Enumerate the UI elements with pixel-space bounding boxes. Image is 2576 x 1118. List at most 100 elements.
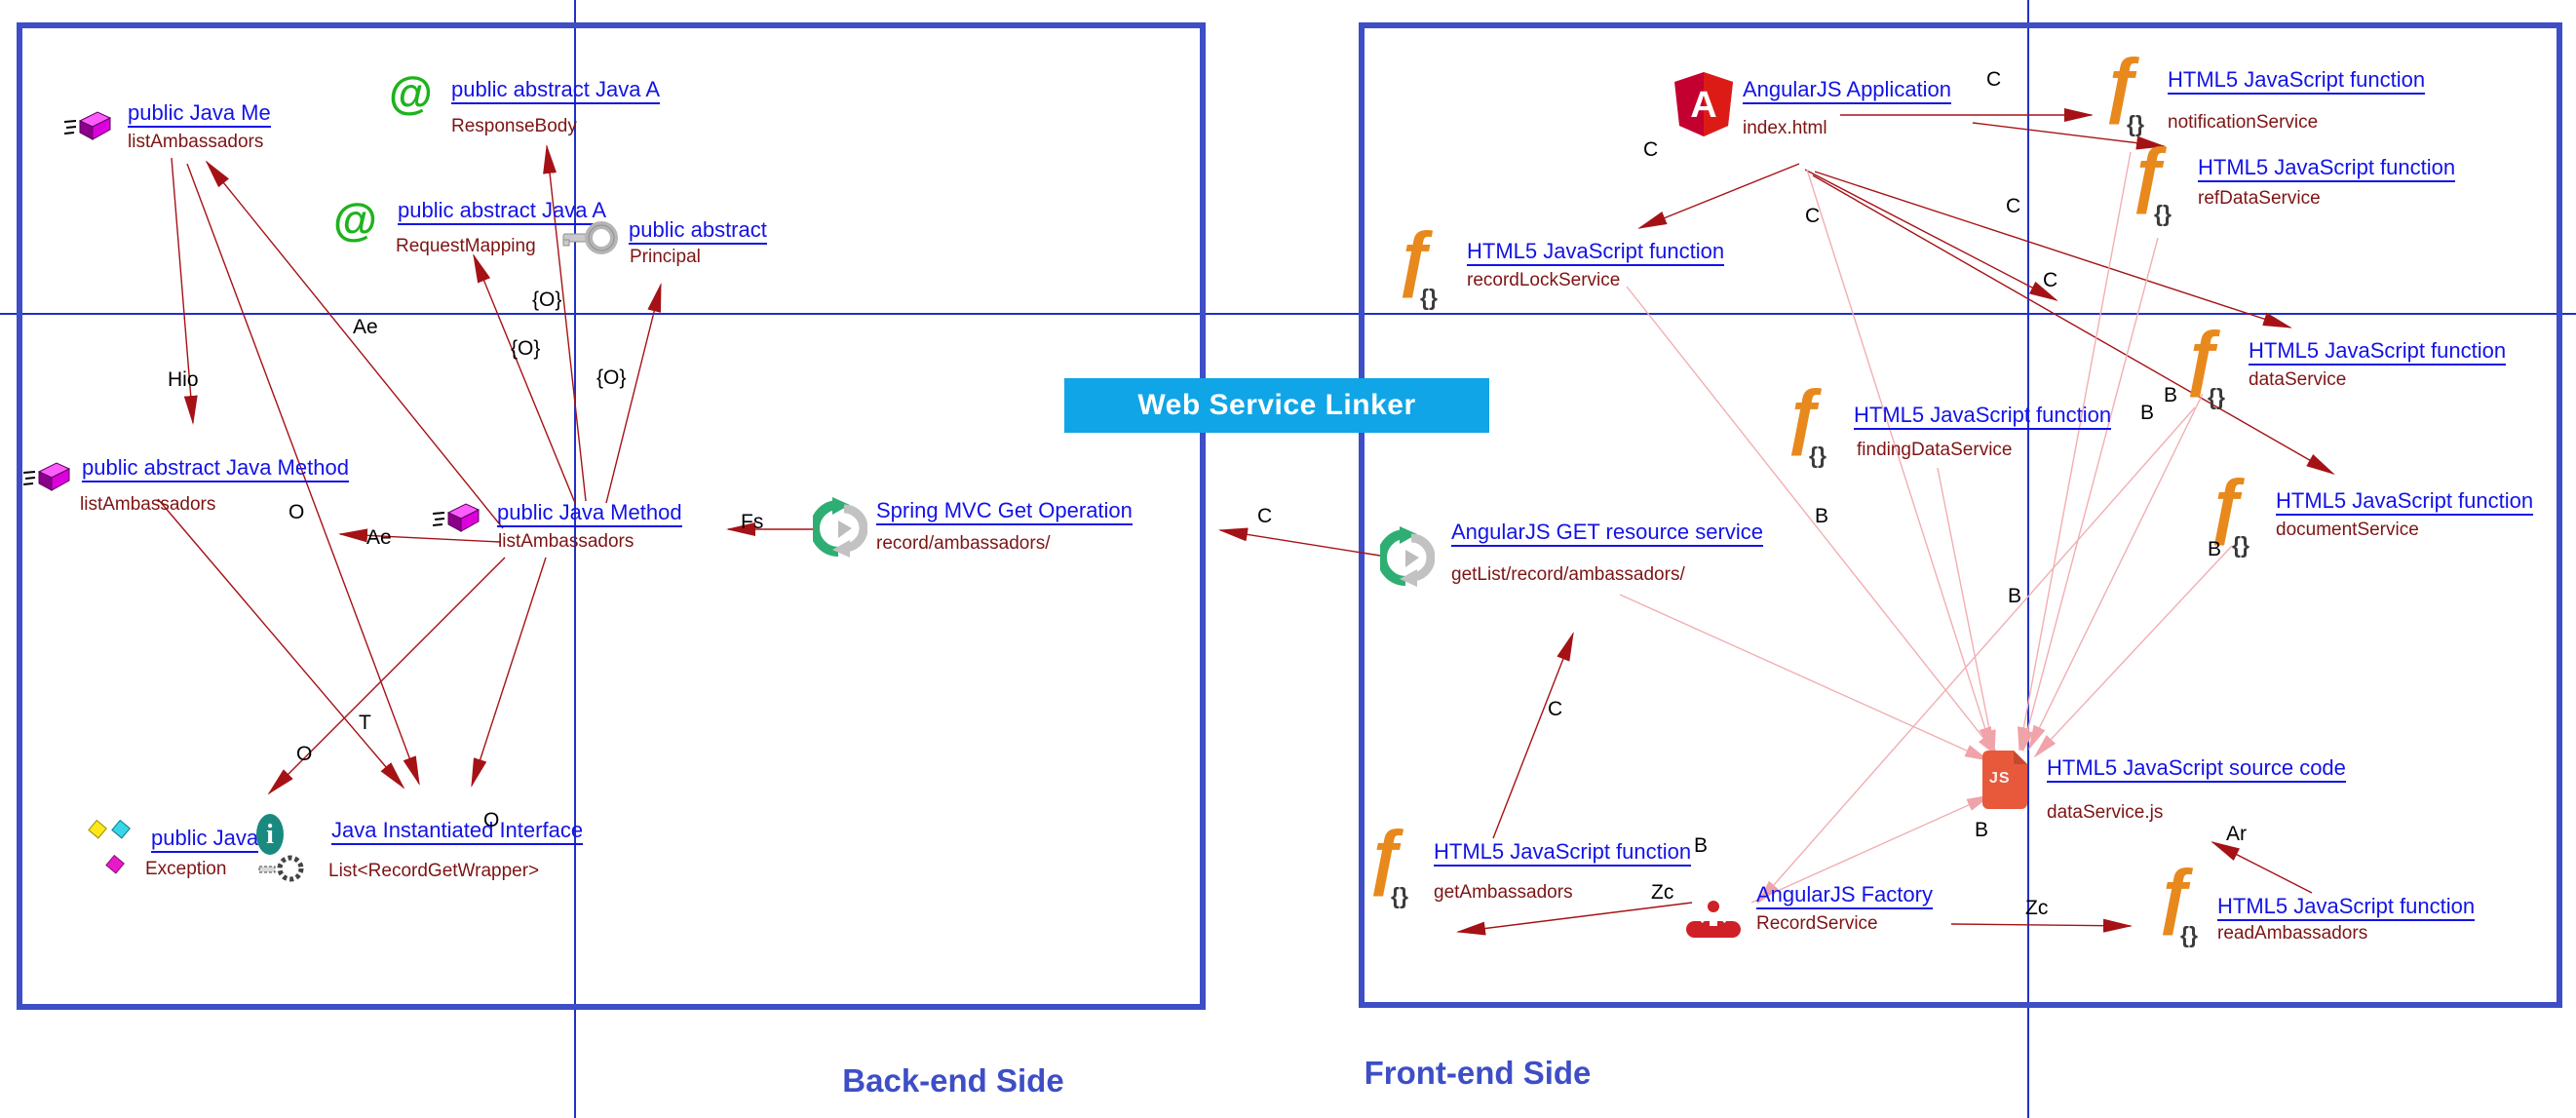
edge-label: B bbox=[1694, 834, 1709, 857]
node-subtitle-interface: List<RecordGetWrapper> bbox=[328, 861, 540, 881]
backend-panel-box bbox=[17, 22, 1206, 1010]
node-title-link-record-lock-service[interactable]: HTML5 JavaScript function bbox=[1467, 240, 1725, 267]
node-subtitle-response-body: ResponseBody bbox=[451, 116, 577, 136]
node-subtitle-mb1: listAmbassadors bbox=[128, 132, 264, 152]
edge-label: C bbox=[1643, 138, 1659, 161]
edge-label: C bbox=[1257, 505, 1273, 527]
edge-pink bbox=[2017, 151, 2132, 752]
edge-dark bbox=[205, 160, 504, 529]
edge-dark bbox=[1950, 918, 2133, 933]
node-subtitle-angular-factory: RecordService bbox=[1756, 913, 1878, 934]
edge-pink bbox=[2028, 393, 2204, 751]
node-subtitle-get-resource: getList/record/ambassadors/ bbox=[1451, 564, 1685, 585]
angular-icon: A bbox=[1674, 72, 1733, 141]
node-title-link-pm2[interactable]: public Java Method bbox=[497, 501, 682, 528]
svg-text:A: A bbox=[1690, 85, 1716, 126]
edge-dark bbox=[1804, 169, 2058, 301]
edge-label: C bbox=[2043, 269, 2058, 291]
edge-dark bbox=[471, 557, 547, 788]
edge-dark bbox=[1492, 632, 1574, 839]
node-subtitle-pm2: listAmbassadors bbox=[498, 531, 634, 552]
svg-text:i: i bbox=[266, 820, 274, 850]
node-title-link-exception[interactable]: public Java bbox=[151, 827, 259, 854]
edge-pink bbox=[1937, 467, 1996, 755]
node-subtitle-angular-app: index.html bbox=[1743, 118, 1827, 138]
edge-label: O bbox=[296, 743, 313, 765]
edge-label: Ar bbox=[2226, 823, 2247, 845]
node-title-link-interface[interactable]: Java Instantiated Interface bbox=[331, 819, 584, 846]
node-title-link-angular-app[interactable]: AngularJS Application bbox=[1743, 78, 1952, 105]
node-subtitle-pm-abstract: listAmbassadors bbox=[80, 494, 216, 515]
method-icon bbox=[432, 501, 481, 541]
node-title-link-read-ambassadors[interactable]: HTML5 JavaScript function bbox=[2217, 895, 2476, 922]
key-icon bbox=[561, 220, 620, 260]
edge-pink bbox=[1806, 169, 1993, 752]
diamonds-icon bbox=[86, 819, 136, 884]
edge-label: {O} bbox=[596, 366, 627, 389]
edge-label: B bbox=[2140, 402, 2155, 424]
node-title-link-get-resource[interactable]: AngularJS GET resource service bbox=[1451, 520, 1763, 548]
edge-pink bbox=[1619, 594, 1990, 761]
edge-dark bbox=[2211, 841, 2313, 894]
edge-label: C bbox=[1548, 698, 1563, 720]
edge-label: Zc bbox=[2025, 897, 2049, 919]
node-title-link-notification-service[interactable]: HTML5 JavaScript function bbox=[2168, 68, 2426, 96]
edge-label: {O} bbox=[532, 289, 562, 311]
edge-dark bbox=[267, 557, 506, 795]
node-subtitle-spring-get: record/ambassadors/ bbox=[876, 533, 1051, 554]
node-title-link-spring-get[interactable]: Spring MVC Get Operation bbox=[876, 499, 1133, 526]
edge-label: Hio bbox=[168, 368, 199, 391]
edge-label: {O} bbox=[511, 337, 541, 360]
web-service-linker-banner: Web Service Linker bbox=[1064, 378, 1489, 433]
edge-label: Zc bbox=[1651, 881, 1674, 904]
js-icon: JS bbox=[1982, 751, 2027, 809]
node-title-link-response-body[interactable]: public abstract Java A bbox=[451, 78, 661, 105]
edge-label: O bbox=[288, 501, 305, 523]
rest-icon bbox=[810, 497, 868, 562]
at-icon: @ bbox=[389, 67, 433, 118]
edge-label: B bbox=[2208, 538, 2222, 560]
node-subtitle-exception: Exception bbox=[145, 859, 227, 879]
edge-label: C bbox=[2006, 195, 2021, 217]
node-title-link-get-ambassadors[interactable]: HTML5 JavaScript function bbox=[1434, 840, 1692, 867]
node-title-link-ref-data-service[interactable]: HTML5 JavaScript function bbox=[2198, 156, 2456, 183]
edge-dark bbox=[186, 163, 420, 786]
edge-dark bbox=[473, 253, 576, 504]
edge-label: B bbox=[2164, 384, 2178, 406]
node-subtitle-document-service: documentService bbox=[2276, 520, 2419, 540]
edge-pink bbox=[1756, 406, 2196, 905]
node-title-link-finding-data-service[interactable]: HTML5 JavaScript function bbox=[1854, 404, 2112, 431]
node-subtitle-record-lock-service: recordLockService bbox=[1467, 270, 1621, 290]
grid-vline-left bbox=[574, 0, 576, 1118]
node-title-link-data-service[interactable]: HTML5 JavaScript function bbox=[2249, 339, 2507, 366]
node-title-link-angular-factory[interactable]: AngularJS Factory bbox=[1756, 883, 1933, 910]
edge-dark bbox=[1456, 902, 1693, 936]
edge-label: B bbox=[2008, 585, 2022, 607]
edge-pink bbox=[1626, 286, 2000, 758]
edge-dark bbox=[338, 528, 501, 543]
frontend-panel-box bbox=[1359, 22, 2562, 1008]
backend-side-label: Back-end Side bbox=[842, 1062, 1064, 1099]
edge-dark bbox=[1972, 122, 2166, 150]
grid-vline-right bbox=[2027, 0, 2029, 1118]
node-title-link-pm-abstract[interactable]: public abstract Java Method bbox=[82, 456, 349, 483]
edge-label: T bbox=[359, 712, 371, 734]
node-subtitle-data-service-js: dataService.js bbox=[2047, 802, 2164, 823]
edge-label: C bbox=[1805, 205, 1821, 227]
edge-label: Fs bbox=[741, 511, 764, 533]
node-subtitle-get-ambassadors: getAmbassadors bbox=[1434, 882, 1573, 903]
node-subtitle-ref-data-service: refDataService bbox=[2198, 188, 2321, 209]
node-title-link-principal[interactable]: public abstract bbox=[629, 218, 767, 246]
node-subtitle-principal: Principal bbox=[630, 247, 701, 267]
edge-dark bbox=[171, 157, 198, 425]
node-title-link-data-service-js[interactable]: HTML5 JavaScript source code bbox=[2047, 756, 2346, 784]
edge-label: Ae bbox=[353, 316, 378, 338]
node-title-link-document-service[interactable]: HTML5 JavaScript function bbox=[2276, 489, 2534, 517]
edge-label: O bbox=[483, 809, 500, 831]
edge-dark bbox=[1814, 171, 2292, 328]
node-title-link-request-mapping[interactable]: public abstract Java A bbox=[398, 199, 607, 226]
edge-dark bbox=[605, 283, 662, 504]
node-title-link-mb1[interactable]: public Java Me bbox=[128, 101, 271, 129]
edge-pink bbox=[2020, 237, 2159, 755]
